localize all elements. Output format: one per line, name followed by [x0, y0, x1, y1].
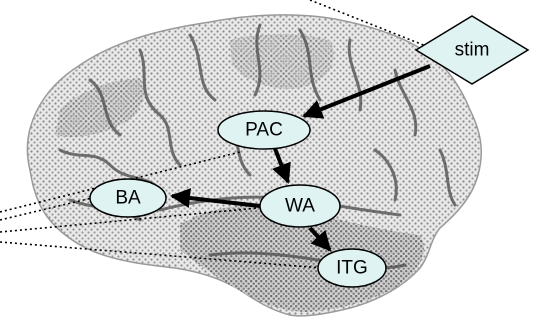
sulcus-line	[88, 78, 122, 137]
pac-label: PAC	[245, 120, 283, 141]
node-pac: PAC	[217, 110, 311, 150]
itg-ellipse	[317, 248, 387, 288]
node-wa: WA	[259, 184, 341, 228]
dotted-line-pac	[0, 151, 241, 213]
sulcus-line	[347, 38, 363, 112]
brain-illustration	[26, 14, 483, 317]
dotted-line-itg	[0, 241, 323, 269]
sulcus-line	[188, 33, 217, 102]
sulcus-line	[298, 28, 322, 102]
node-itg: ITG	[317, 248, 387, 288]
stim-label: stim	[455, 40, 490, 61]
ba-label: BA	[115, 188, 141, 209]
ba-ellipse	[89, 178, 167, 218]
arrow-wa-to-ba	[170, 188, 261, 208]
dotted-line-ba	[0, 197, 93, 221]
arrow-wa-to-itg	[308, 226, 332, 252]
frontal-shading	[55, 78, 144, 137]
dotted-connections	[0, 0, 437, 269]
dotted-line-wa	[0, 207, 259, 233]
stim-diamond	[414, 15, 530, 85]
pac-ellipse	[217, 110, 311, 150]
sulcus-line	[138, 48, 182, 167]
sulcus-line	[393, 68, 418, 137]
arrow-pac-to-wa	[272, 145, 291, 184]
sulcus-line	[253, 23, 262, 97]
node-ba: BA	[89, 178, 167, 218]
wa-label: WA	[285, 196, 315, 217]
arrow-stim-to-pac	[302, 64, 431, 119]
itg-label: ITG	[336, 258, 368, 279]
sulcus-line	[438, 148, 457, 207]
node-stim: stim	[414, 15, 530, 85]
sulcus-line	[58, 148, 157, 187]
sulcus-line	[373, 148, 398, 202]
arrows	[170, 64, 431, 252]
wa-ellipse	[259, 184, 341, 228]
